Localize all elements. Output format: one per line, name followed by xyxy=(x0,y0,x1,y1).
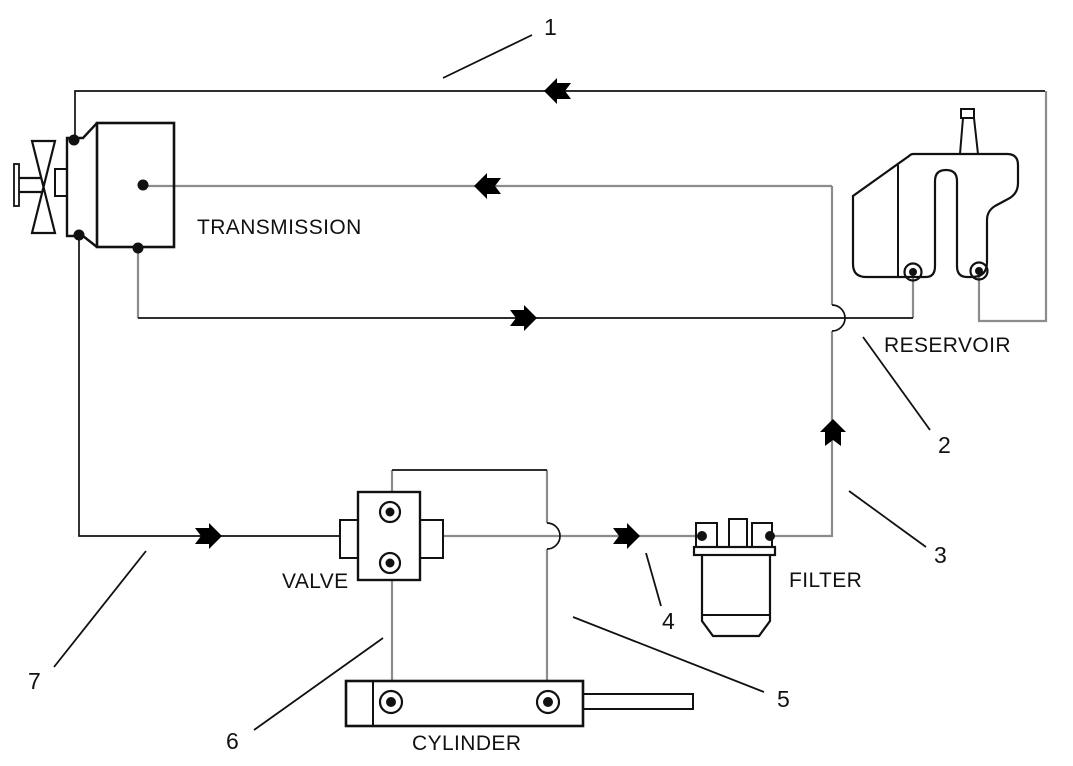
callout-4: 4 xyxy=(662,608,675,634)
valve-right-tab xyxy=(419,519,444,559)
callout-1-leader xyxy=(442,34,533,79)
filter-left-port-dot xyxy=(697,531,707,541)
port-dot-transmission-bottom-left xyxy=(73,229,85,241)
flow-arrows xyxy=(195,78,846,549)
callout-5-leader xyxy=(572,616,765,693)
port-dot-transmission-top xyxy=(68,134,80,146)
valve-bottom-port-dot xyxy=(385,558,395,568)
callout-1: 1 xyxy=(544,14,557,40)
filter-symbol xyxy=(692,518,777,638)
callout-2: 2 xyxy=(938,432,951,458)
reservoir-filler-cap xyxy=(960,108,975,119)
transmission-symbol xyxy=(13,121,176,254)
callout-3-leader xyxy=(848,490,927,548)
cylinder-right-port-dot xyxy=(543,697,553,707)
valve-top-port-ring xyxy=(378,500,402,524)
pressure-lines xyxy=(74,90,1045,537)
filter-fitting-center xyxy=(728,518,748,548)
callout-3: 3 xyxy=(934,542,947,568)
reservoir-body xyxy=(851,152,1020,279)
callout-leaders xyxy=(53,34,931,731)
callout-2-leader xyxy=(862,336,931,431)
valve-symbol xyxy=(339,490,444,582)
cylinder-label: CYLINDER xyxy=(412,732,522,755)
line-7-supply xyxy=(78,235,340,537)
reservoir-right-port-dot xyxy=(975,267,983,275)
callout-7-leader xyxy=(53,550,147,668)
reservoir-left-port-dot xyxy=(909,268,917,276)
callout-5: 5 xyxy=(777,686,790,712)
valve-bottom-port-ring xyxy=(378,551,402,575)
filter-label: FILTER xyxy=(789,569,863,592)
reservoir-left-port-ring xyxy=(903,262,923,282)
filter-right-port-dot xyxy=(765,531,775,541)
port-dot-transmission-mid xyxy=(137,179,149,191)
transmission-hub xyxy=(54,168,68,197)
line-1-top xyxy=(74,90,1045,140)
valve-label: VALVE xyxy=(282,570,349,593)
reservoir-filler-neck xyxy=(959,117,979,155)
valve-top-port-dot xyxy=(385,507,395,517)
callout-4-leader xyxy=(645,552,662,607)
cylinder-left-port-dot xyxy=(386,697,396,707)
valve-left-tab xyxy=(339,519,359,559)
hose-reservoir-right-loop xyxy=(977,91,1048,323)
filter-canister xyxy=(700,555,772,638)
hose-lines xyxy=(136,91,1048,681)
reservoir-symbol xyxy=(851,108,1020,282)
reservoir-label: RESERVOIR xyxy=(884,334,1011,357)
hose-filter-riser xyxy=(770,186,834,538)
crossover-arc-riser xyxy=(831,304,846,332)
shaft-end-plate xyxy=(13,163,20,207)
transmission-label: TRANSMISSION xyxy=(197,216,362,239)
cylinder-right-port-ring xyxy=(535,689,561,715)
pulley-icon xyxy=(30,139,57,235)
cylinder-symbol xyxy=(344,679,694,728)
cylinder-left-port-ring xyxy=(378,689,404,715)
callout-6: 6 xyxy=(226,728,239,754)
callout-7: 7 xyxy=(28,668,41,694)
crossover-arc-bypass xyxy=(546,522,561,550)
callout-6-leader xyxy=(253,637,384,731)
reservoir-right-port-ring xyxy=(969,261,989,281)
shaft-bars xyxy=(19,176,42,194)
crossover-arcs xyxy=(546,304,846,550)
filter-flange xyxy=(692,545,777,557)
port-dot-transmission-bottom xyxy=(132,242,144,254)
cylinder-rod xyxy=(582,693,694,710)
